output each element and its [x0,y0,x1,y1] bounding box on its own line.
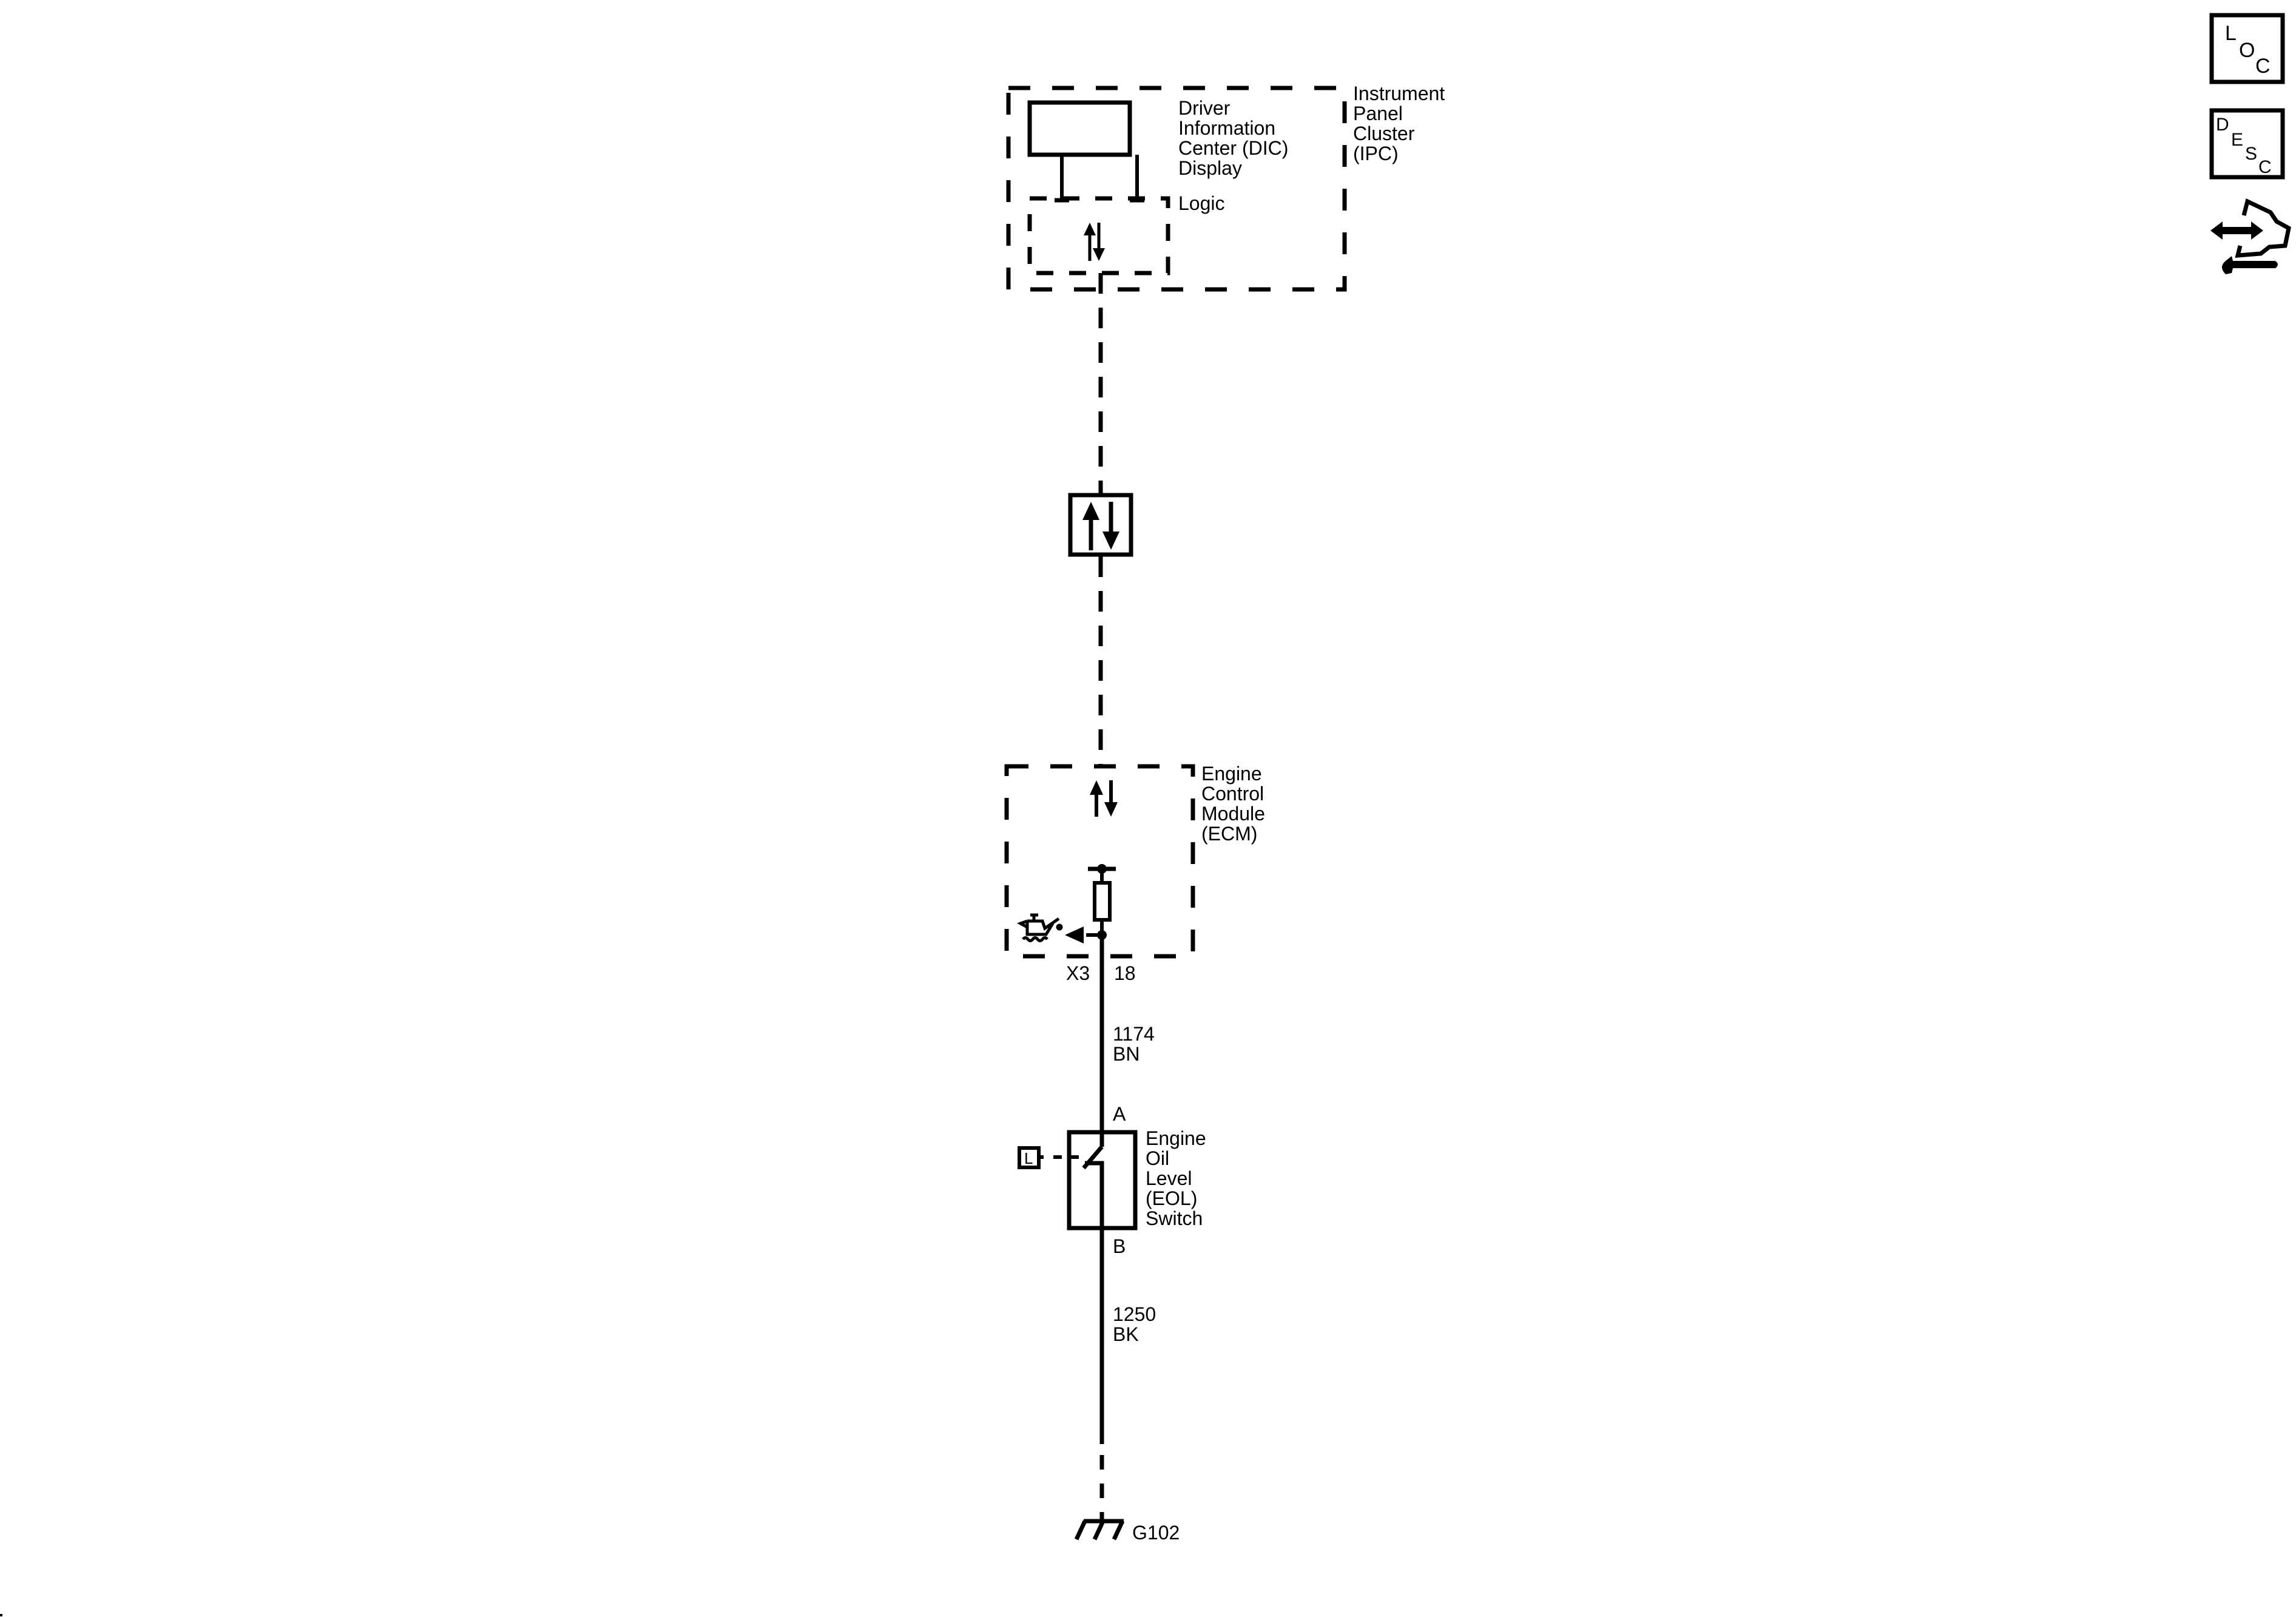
location-tag-letter: L [1024,1149,1033,1167]
wire-1174-label: 1174 BN [1113,1023,1160,1065]
serial-data-box [1068,493,1133,557]
ipc-boundary [1006,86,1347,292]
logic-block[interactable]: Logic [1027,192,1225,275]
logic-boundary [1027,196,1170,275]
edge-mark [0,1614,2,1616]
pull-up-resistor [1093,881,1112,922]
svg-text:D E S C: D E S C [2216,115,2272,177]
location-button[interactable]: L O C [2209,13,2285,84]
serial-data-symbol[interactable] [1068,493,1133,557]
pin-a-label: A [1113,1103,1126,1125]
svg-text:L O C: L O C [2225,22,2271,78]
ground-label: G102 [1132,1522,1180,1544]
wire-1250-label: 1250 BK [1113,1303,1161,1345]
ground-icon [1074,1519,1125,1541]
signal-arrow-icon [1065,927,1084,944]
instrument-panel-cluster[interactable]: Instrument Panel Cluster (IPC) [1006,83,1450,292]
desc-icon [2209,108,2285,180]
pin-b-label: B [1113,1235,1126,1257]
connector-repair-icon[interactable] [2210,198,2291,274]
ipc-label: Instrument Panel Cluster (IPC) [1353,83,1450,164]
engine-control-module[interactable]: Engine Control Module (ECM) [1004,763,1271,959]
bidirectional-arrow-icon [1082,502,1119,550]
connector-pin: 18 [1114,962,1136,984]
connector-name: X3 [1066,962,1090,984]
oil-can-icon [1016,913,1063,942]
bidirectional-arrow-icon [1084,223,1105,261]
dic-label: Driver Information Center (DIC) Display [1178,97,1294,179]
dic-display-box [1027,100,1132,157]
eol-switch-label: Engine Oil Level (EOL) Switch [1146,1127,1212,1229]
bidirectional-arrow-icon [1090,780,1118,817]
ground-g102[interactable]: G102 [1074,1519,1180,1544]
dic-display[interactable]: Driver Information Center (DIC) Display [1027,97,1294,203]
engine-oil-level-switch[interactable]: A L Engine Oil Level (EOL) Switch B [1018,1103,1212,1257]
ecm-boundary [1004,764,1195,959]
description-button[interactable]: D E S C [2209,108,2285,180]
logic-label: Logic [1178,192,1225,214]
ecm-label: Engine Control Module (ECM) [1201,763,1271,845]
loc-icon [2209,13,2285,84]
